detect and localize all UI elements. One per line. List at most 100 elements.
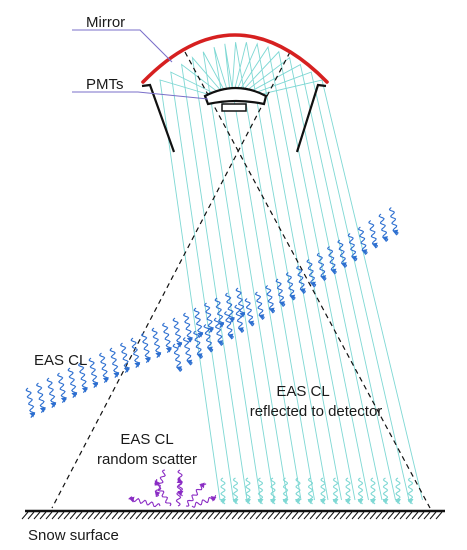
blue-wavy-arrow-icon xyxy=(193,307,204,338)
blue-wavy-arrow-icon xyxy=(234,304,245,334)
mirror-label: Mirror xyxy=(86,14,125,31)
blue-wavy-arrow-icon xyxy=(378,213,389,243)
cyan-wavy-arrow-icon xyxy=(370,477,376,505)
eas-cl-ground-arrows xyxy=(220,477,414,505)
light-ray xyxy=(236,79,423,501)
reflected-label-line1: EAS CL xyxy=(276,383,329,400)
snow-surface xyxy=(21,509,445,520)
purple-wavy-arrow-icon xyxy=(128,496,161,508)
blue-wavy-arrow-icon xyxy=(235,287,246,318)
cyan-wavy-arrow-icon xyxy=(257,477,264,505)
blue-wavy-arrow-icon xyxy=(130,337,141,368)
blue-wavy-arrow-icon xyxy=(203,324,214,353)
blue-wavy-arrow-icon xyxy=(99,352,109,383)
blue-wavy-arrow-icon xyxy=(254,291,265,321)
fov-line-right xyxy=(51,51,291,509)
scatter-label-line1: EAS CL xyxy=(120,431,173,448)
cyan-wavy-arrow-icon xyxy=(282,477,289,505)
cyan-wavy-arrow-icon xyxy=(307,477,314,505)
blue-wavy-arrow-icon xyxy=(357,226,368,256)
light-ray xyxy=(231,42,329,501)
blue-wavy-arrow-icon xyxy=(172,317,183,348)
light-ray xyxy=(180,63,248,501)
blue-wavy-arrow-icon xyxy=(120,342,130,373)
purple-wavy-arrow-icon xyxy=(185,482,207,507)
cyan-wavy-arrow-icon xyxy=(332,477,339,505)
blue-wavy-arrow-icon xyxy=(46,377,57,408)
pmt-support xyxy=(221,103,247,112)
light-ray xyxy=(233,50,369,501)
cyan-wavy-arrow-icon xyxy=(382,477,389,505)
reflected-label-line2: reflected to detector xyxy=(250,403,383,420)
purple-wavy-arrow-icon xyxy=(177,469,184,497)
pmts-label: PMTs xyxy=(86,76,124,93)
snow-surface-label: Snow surface xyxy=(28,527,119,544)
cyan-wavy-arrow-icon xyxy=(407,477,414,505)
light-ray xyxy=(232,42,342,501)
blue-wavy-arrow-icon xyxy=(388,207,399,236)
blue-wavy-arrow-icon xyxy=(306,259,317,288)
blue-wavy-arrow-icon xyxy=(193,330,203,360)
light-ray xyxy=(235,71,410,501)
blue-wavy-arrow-icon xyxy=(162,322,172,353)
blue-wavy-arrow-icon xyxy=(244,298,255,327)
cyan-wavy-arrow-icon xyxy=(357,477,364,505)
detector-housing xyxy=(141,83,327,153)
light-ray xyxy=(224,43,302,501)
purple-wavy-arrow-icon xyxy=(154,469,166,498)
blue-wavy-arrow-icon xyxy=(183,312,193,343)
housing-wall-left xyxy=(141,83,176,153)
blue-wavy-arrow-icon xyxy=(368,220,379,249)
blue-wavy-arrow-icon xyxy=(141,332,151,363)
blue-wavy-arrow-icon xyxy=(213,317,224,347)
blue-wavy-arrow-icon xyxy=(225,292,235,323)
housing-wall-right xyxy=(295,83,327,153)
blue-wavy-arrow-icon xyxy=(265,285,276,314)
eas-cl-band-lower xyxy=(25,287,246,418)
blue-wavy-arrow-icon xyxy=(337,239,348,269)
cyan-wavy-arrow-icon xyxy=(232,477,239,505)
random-scatter-arrows xyxy=(128,469,217,508)
cyan-wavy-arrow-icon xyxy=(345,477,351,505)
blue-wavy-arrow-icon xyxy=(214,297,225,328)
blue-wavy-arrow-icon xyxy=(296,265,306,295)
blue-wavy-arrow-icon xyxy=(36,382,46,413)
scatter-label-line2: random scatter xyxy=(97,451,197,468)
reflected-rays xyxy=(159,42,423,501)
cyan-wavy-arrow-icon xyxy=(395,477,401,505)
light-ray xyxy=(170,71,234,501)
blue-wavy-arrow-icon xyxy=(25,387,36,418)
blue-wavy-arrow-icon xyxy=(109,347,120,378)
blue-wavy-arrow-icon xyxy=(151,327,162,358)
ground-hatching xyxy=(21,511,443,520)
cyan-wavy-arrow-icon xyxy=(270,477,276,505)
purple-wavy-arrow-icon xyxy=(191,494,217,508)
pmts-leader xyxy=(72,91,209,100)
pmt-camera xyxy=(203,86,268,112)
eas-cl-band-upper xyxy=(172,207,399,373)
light-ray xyxy=(191,56,261,501)
eas-cl-label: EAS CL xyxy=(34,352,87,369)
cyan-wavy-arrow-icon xyxy=(320,477,326,505)
cyan-wavy-arrow-icon xyxy=(220,477,226,505)
light-ray xyxy=(234,56,383,501)
cyan-wavy-arrow-icon xyxy=(245,477,251,505)
field-of-view-lines xyxy=(51,51,431,509)
blue-wavy-arrow-icon xyxy=(78,362,88,393)
leader-lines xyxy=(72,29,209,100)
mirror-leader xyxy=(72,29,173,63)
light-ray xyxy=(230,42,315,501)
purple-wavy-arrow-icon xyxy=(154,478,172,507)
blue-wavy-arrow-icon xyxy=(182,337,193,366)
blue-wavy-arrow-icon xyxy=(204,302,214,333)
blue-wavy-arrow-icon xyxy=(57,372,67,403)
cyan-wavy-arrow-icon xyxy=(295,477,301,505)
blue-wavy-arrow-icon xyxy=(285,272,296,301)
light-ray xyxy=(213,46,288,501)
pmt-array xyxy=(203,86,268,106)
blue-wavy-arrow-icon xyxy=(347,233,358,262)
light-ray xyxy=(232,45,356,501)
blue-wavy-arrow-icon xyxy=(67,367,78,398)
blue-wavy-arrow-icon xyxy=(88,357,99,388)
